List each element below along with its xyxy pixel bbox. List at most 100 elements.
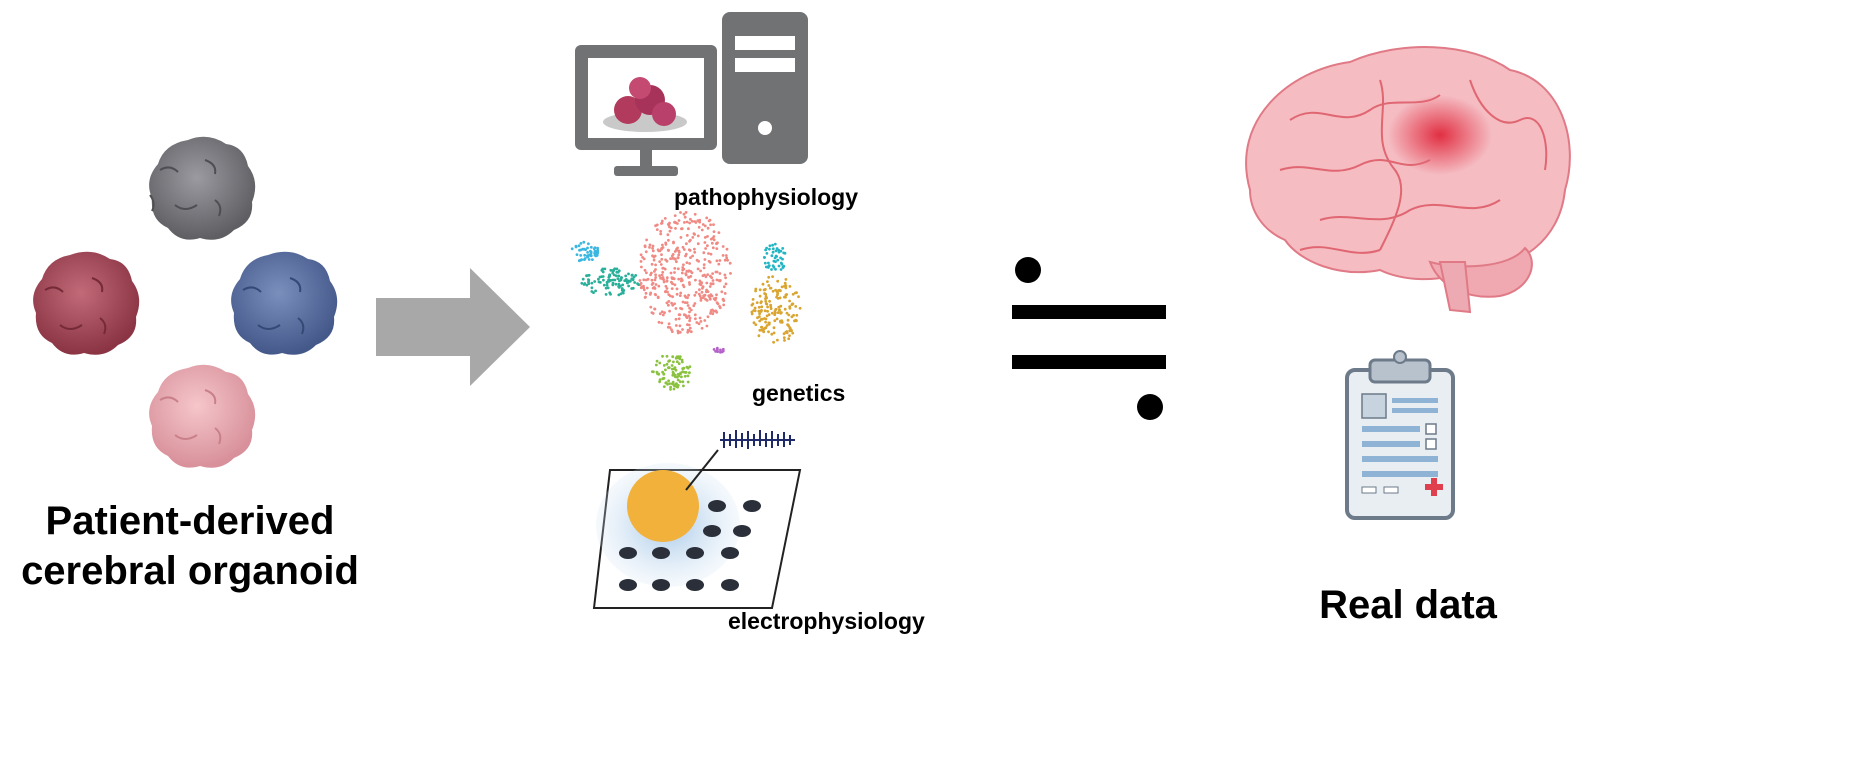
scatter-point [658, 380, 661, 384]
scatter-point [786, 323, 790, 327]
scatter-point [685, 261, 689, 264]
spike-trace [720, 430, 795, 449]
scatter-point [681, 328, 684, 331]
scatter-point [759, 310, 763, 313]
scatter-point [689, 217, 692, 221]
scatter-point [794, 305, 798, 308]
organoid-caption: Patient-derived cerebral organoid [10, 496, 370, 596]
scatter-point [709, 252, 713, 256]
scatter-point [709, 237, 713, 241]
scatter-point [756, 316, 759, 320]
scatter-point [724, 282, 728, 286]
scatter-point [654, 293, 658, 297]
scatter-point [642, 288, 646, 292]
scatter-point [616, 277, 620, 280]
scatter-point [769, 303, 772, 307]
scatter-point [669, 226, 673, 230]
scatter-point [665, 354, 669, 358]
scatter-point [787, 337, 791, 341]
scatter-point [778, 288, 781, 292]
scatter-point [602, 283, 606, 287]
scatter-point [774, 249, 778, 253]
scatter-point [658, 274, 661, 278]
scatter-point [764, 326, 768, 330]
scatter-point [667, 293, 671, 296]
scatter-point [659, 230, 663, 233]
scatter-point [661, 270, 665, 274]
scatter-point [674, 307, 678, 310]
scatter-point [771, 247, 775, 251]
scatter-point [671, 355, 675, 359]
scatter-point [586, 254, 589, 258]
scatter-point [681, 283, 685, 287]
scatter-point [711, 246, 715, 250]
scatter-point [685, 242, 688, 246]
scatter-point [709, 223, 712, 227]
organoid-blue [231, 251, 338, 355]
scatter-point [776, 279, 780, 283]
scatter-point [665, 301, 669, 305]
scatter-point [606, 286, 610, 290]
scatter-point [688, 306, 691, 310]
scatter-point [662, 364, 666, 367]
scatter-point [702, 266, 706, 270]
scatter-point [593, 280, 597, 283]
scatter-point [774, 288, 777, 292]
scatter-point [680, 277, 683, 281]
scatter-point [587, 242, 590, 246]
scatter-point [680, 375, 683, 379]
scatter-point [721, 297, 725, 301]
scatter-point [709, 282, 713, 285]
scatter-point [617, 285, 620, 288]
scatter-point [715, 247, 719, 251]
scatter-point [603, 267, 607, 271]
scatter-point [695, 321, 699, 324]
scatter-point [762, 288, 766, 292]
scatter-point [577, 244, 581, 248]
scatter-point [680, 227, 684, 231]
scatter-point [784, 293, 788, 297]
scatter-point [779, 256, 782, 260]
scatter-point [685, 365, 689, 369]
scatter-point [611, 283, 615, 287]
scatter-point [620, 276, 623, 279]
scatter-point [651, 246, 654, 250]
scatter-point [679, 306, 682, 310]
scatter-point [764, 265, 768, 269]
scatter-point [724, 276, 727, 280]
scatter-point [765, 252, 769, 255]
scatter-point [646, 277, 650, 281]
scatter-point [703, 319, 707, 322]
scatter-point [679, 291, 683, 295]
scatter-point [691, 254, 694, 258]
scatter-point [763, 309, 767, 313]
real-data-caption: Real data [1319, 583, 1497, 627]
scatter-point [753, 306, 757, 310]
scatter-point [640, 285, 644, 289]
scatter-point [699, 320, 703, 323]
scatter-point [688, 326, 692, 330]
scatter-point [587, 258, 591, 261]
scatter-point [621, 288, 625, 292]
scatter-point [752, 309, 756, 312]
scatter-point [700, 228, 704, 232]
scatter-point [655, 228, 659, 232]
scatter-point [605, 283, 609, 287]
scatter-point [770, 311, 774, 315]
scatter-point [773, 310, 777, 313]
scatter-point [698, 294, 702, 298]
scatter-point [593, 246, 597, 250]
scatter-point [689, 330, 693, 334]
scatter-point [674, 317, 678, 321]
scatter-point [697, 219, 701, 223]
scatter-point [641, 256, 644, 259]
scatter-point [677, 317, 681, 321]
scatter-point [644, 250, 648, 254]
scatter-point [639, 253, 643, 257]
scatter-point [776, 311, 780, 314]
scatter-point [703, 236, 707, 239]
organoid-pink [149, 364, 256, 468]
scatter-point [763, 292, 766, 295]
scatter-point [678, 294, 682, 297]
scatter-point [692, 232, 696, 236]
